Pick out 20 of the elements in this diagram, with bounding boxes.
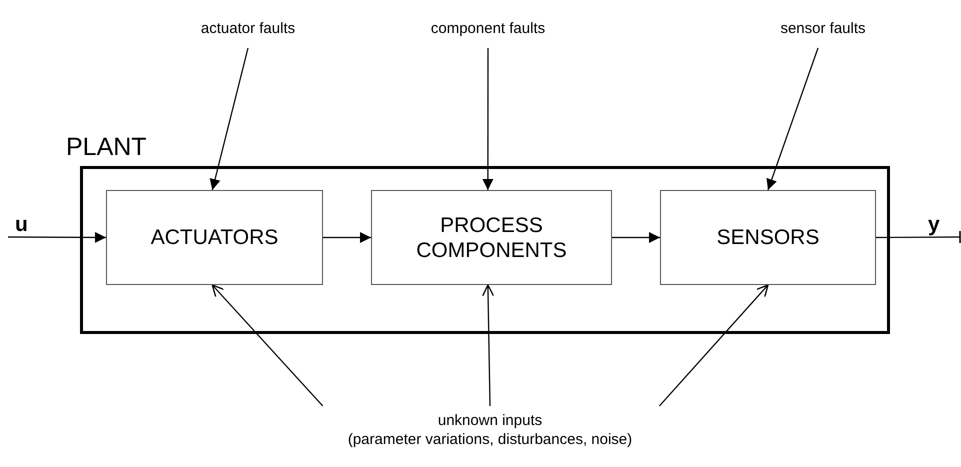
arrow <box>323 232 371 243</box>
arrow <box>210 48 249 190</box>
arrow <box>766 48 819 190</box>
arrow <box>658 284 769 406</box>
annotation-text: actuator faults <box>200 18 296 38</box>
arrow <box>482 284 494 406</box>
arrow <box>8 232 106 243</box>
arrow <box>212 284 324 406</box>
annotation-text: (parameter variations, disturbances, noise) <box>348 430 632 449</box>
annotation-text: component faults <box>430 18 546 38</box>
block-box: PROCESS COMPONENTS <box>371 190 612 285</box>
block-box: SENSORS <box>660 190 876 285</box>
block-box: ACTUATORS <box>106 190 323 285</box>
signal-label: y <box>928 212 940 238</box>
plant-heading: PLANT <box>66 132 147 162</box>
annotation-text: sensor faults <box>780 18 866 38</box>
arrow <box>482 48 494 190</box>
annotation-text: unknown inputs <box>438 411 542 430</box>
arrow <box>612 232 660 243</box>
signal-label: u <box>15 212 28 238</box>
